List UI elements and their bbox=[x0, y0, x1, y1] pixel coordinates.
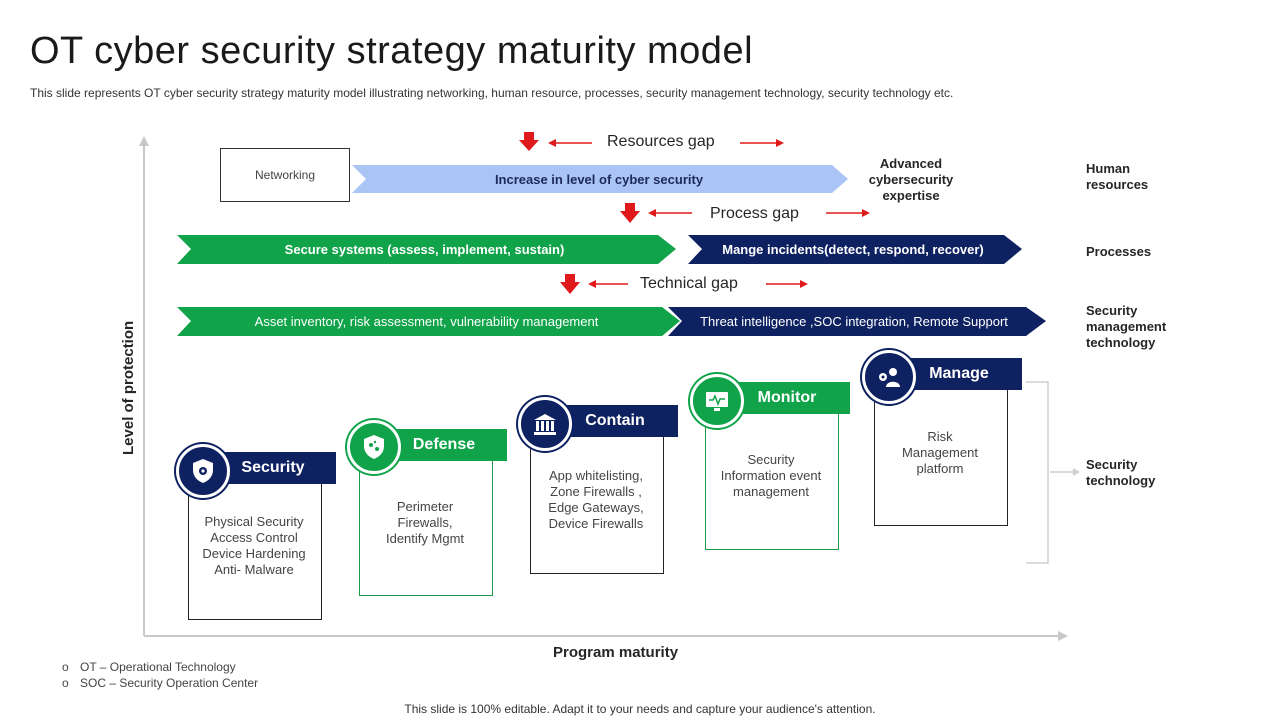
shield-gear-icon bbox=[176, 444, 230, 498]
detail-line: Device Hardening bbox=[202, 546, 306, 561]
detail-line: Risk bbox=[927, 429, 953, 444]
detail-line: Anti- Malware bbox=[214, 562, 294, 577]
process-gap-down-arrow bbox=[620, 203, 640, 223]
security-technology-label: Security technology bbox=[1086, 457, 1156, 488]
detail-line: Edge Gateways, bbox=[548, 500, 644, 515]
defense-stage-box bbox=[359, 454, 493, 596]
defense-stage-header: Defense bbox=[381, 429, 507, 461]
human-resources-bar-label: Increase in level of cyber security bbox=[494, 171, 704, 187]
processes-label: Processes bbox=[1086, 244, 1152, 259]
detail-line: Zone Firewalls , bbox=[550, 484, 642, 499]
asset-inventory-bar bbox=[177, 307, 680, 336]
detail-line: Security bbox=[747, 452, 795, 467]
bullet-icon: o bbox=[62, 676, 69, 690]
resources-gap-label: Resources gap bbox=[607, 133, 715, 150]
threat-intel-label: Threat intelligence ,SOC integration, Re… bbox=[700, 314, 1008, 329]
human-resources-label: Human resources bbox=[1086, 161, 1149, 192]
security-stage-details: Physical Security Access Control Device … bbox=[188, 514, 320, 578]
manage-stage-details: Risk Management platform bbox=[874, 429, 1006, 477]
detail-line: Identify Mgmt bbox=[385, 531, 465, 546]
security-technology-bracket bbox=[1026, 381, 1049, 564]
slide-title: OT cyber security strategy maturity mode… bbox=[30, 30, 754, 72]
detail-line: Access Control bbox=[210, 530, 298, 545]
asset-inventory-label: Asset inventory, risk assessment, vulner… bbox=[254, 314, 599, 329]
threat-intel-bar bbox=[668, 307, 1046, 336]
advanced-expertise-label: Advanced cybersecurity expertise bbox=[868, 156, 954, 203]
security-stage-box bbox=[188, 478, 322, 620]
detail-line: Device Firewalls bbox=[548, 516, 644, 531]
monitor-stage-box bbox=[705, 408, 839, 550]
x-axis-label: Program maturity bbox=[553, 644, 679, 661]
manager-icon bbox=[862, 350, 916, 404]
security-stage-header: Security bbox=[210, 452, 336, 484]
detail-line: Perimeter bbox=[396, 499, 454, 514]
manage-incidents-label: Mange incidents(detect, respond, recover… bbox=[722, 242, 984, 257]
contain-stage-header: Contain bbox=[552, 405, 678, 437]
manage-stage-box bbox=[874, 386, 1008, 526]
footer-note: This slide is 100% editable. Adapt it to… bbox=[404, 702, 876, 716]
detail-line: Physical Security bbox=[204, 514, 304, 529]
manage-incidents-bar bbox=[688, 235, 1022, 264]
monitor-icon bbox=[690, 374, 744, 428]
detail-line: platform bbox=[916, 461, 964, 476]
manage-stage-header: Manage bbox=[896, 358, 1022, 390]
bullet-icon: o bbox=[62, 660, 69, 674]
y-axis-arrowhead bbox=[139, 136, 149, 146]
human-resources-bar bbox=[352, 165, 848, 193]
detail-line: App whitelisting, bbox=[549, 468, 643, 483]
virus-shield-icon bbox=[347, 420, 401, 474]
y-axis-label: Level of protection bbox=[120, 320, 137, 455]
resources-gap-down-arrow bbox=[519, 132, 539, 151]
contain-stage-box bbox=[530, 432, 664, 574]
process-gap-label: Process gap bbox=[710, 205, 799, 222]
detail-line: Firewalls, bbox=[397, 515, 453, 530]
detail-line: Information event bbox=[720, 468, 822, 483]
detail-line: Management bbox=[902, 445, 978, 460]
secure-systems-bar bbox=[177, 235, 676, 264]
technical-gap-down-arrow bbox=[560, 274, 580, 294]
networking-box: Networking bbox=[220, 148, 350, 202]
slide-subtitle: This slide represents OT cyber security … bbox=[30, 86, 954, 100]
contain-stage-details: App whitelisting, Zone Firewalls , Edge … bbox=[530, 468, 662, 532]
building-icon bbox=[518, 397, 572, 451]
security-management-technology-label: Security management technology bbox=[1086, 303, 1167, 350]
x-axis-arrowhead bbox=[1058, 631, 1068, 641]
technical-gap-label: Technical gap bbox=[640, 275, 738, 292]
secure-systems-label: Secure systems (assess, implement, susta… bbox=[284, 242, 565, 257]
defense-stage-details: Perimeter Firewalls, Identify Mgmt bbox=[359, 499, 491, 547]
monitor-stage-details: Security Information event management bbox=[705, 452, 837, 500]
detail-line: management bbox=[733, 484, 809, 499]
monitor-stage-header: Monitor bbox=[724, 382, 850, 414]
